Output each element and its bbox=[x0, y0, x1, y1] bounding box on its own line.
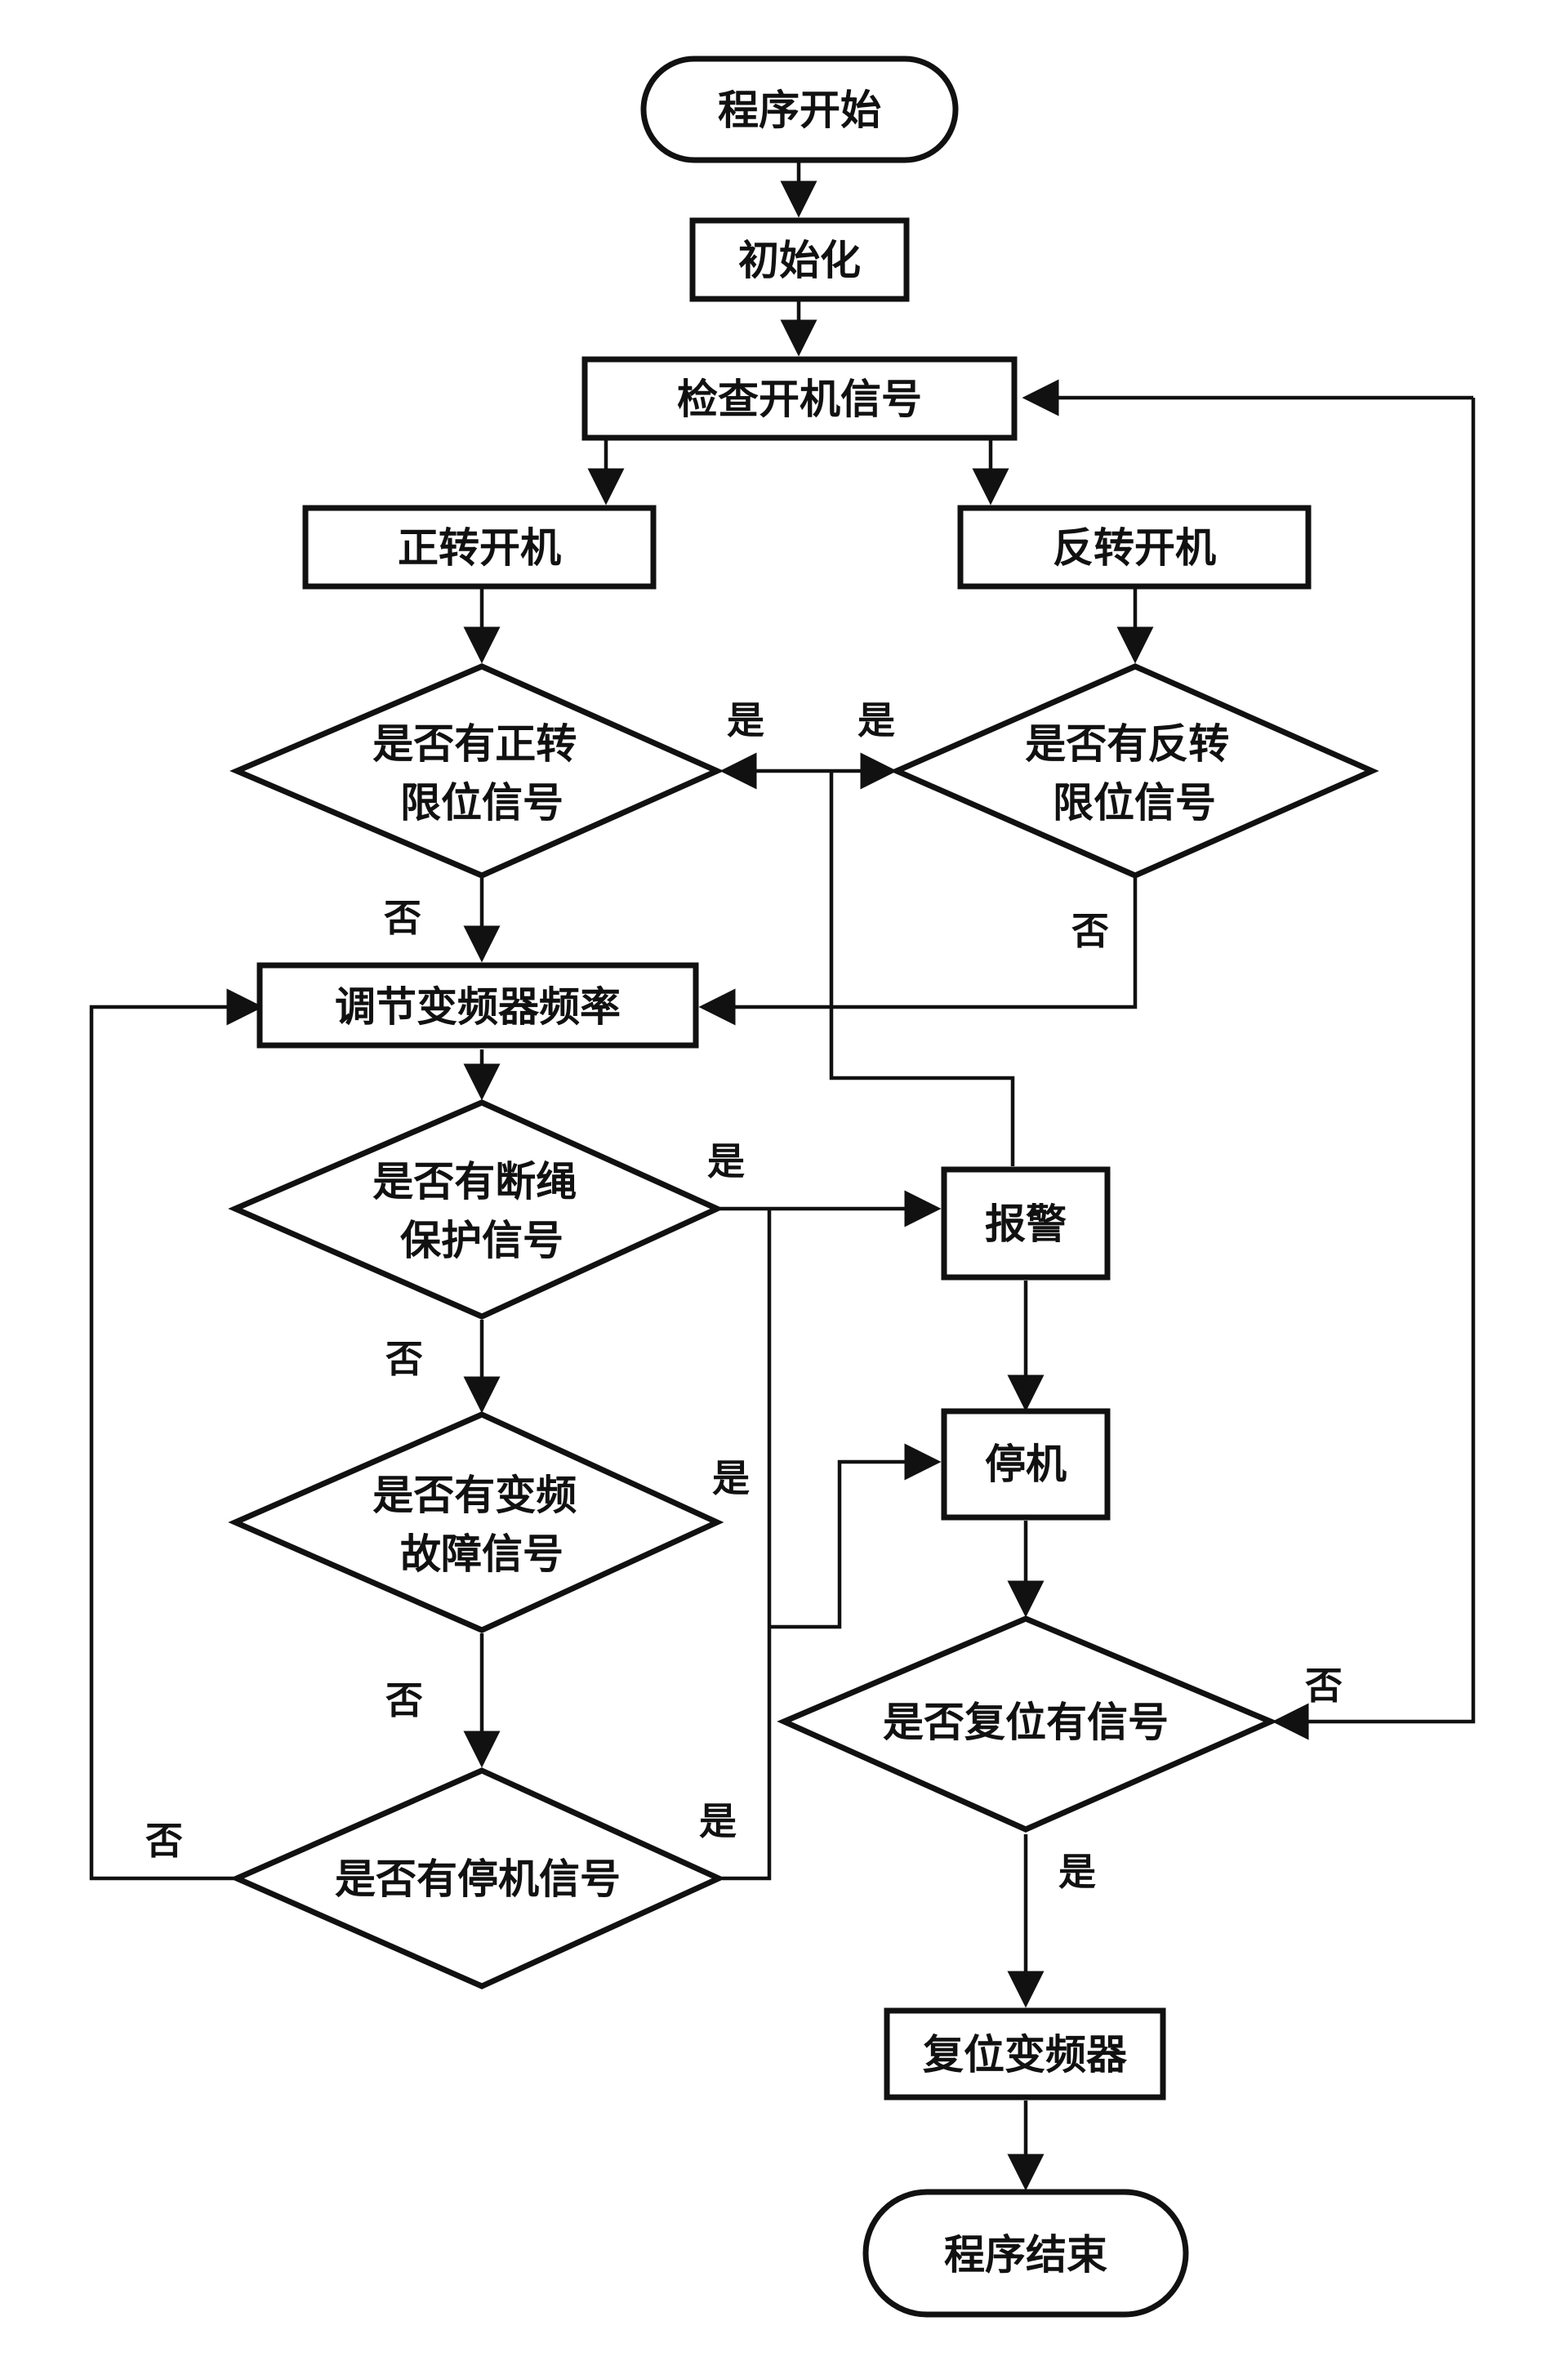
label-no-forward-limit: 否 bbox=[384, 896, 421, 940]
label-no-vfd-fault: 否 bbox=[385, 1678, 423, 1722]
node-q-reset-signal: 是否复位有信号 bbox=[777, 1615, 1278, 1833]
process-shape bbox=[941, 1166, 1111, 1281]
edge-qstop-no-adjust bbox=[89, 988, 264, 1881]
edge-qstop-yes-bus bbox=[722, 1209, 772, 1881]
node-init-label: 初始化 bbox=[738, 237, 861, 284]
edge-alarm-yes-limits bbox=[829, 771, 1015, 1166]
node-adjust-freq-label: 调节变频器频率 bbox=[335, 983, 621, 1031]
decision-shape bbox=[777, 1615, 1278, 1833]
label-yes-reverse-limit: 是 bbox=[858, 698, 895, 742]
connectors bbox=[89, 162, 1476, 2191]
node-init: 初始化 bbox=[689, 217, 910, 302]
label-yes-rope-break: 是 bbox=[707, 1139, 745, 1183]
node-forward-run-label: 正转开机 bbox=[398, 524, 561, 572]
label-yes-reset-signal: 是 bbox=[1058, 1850, 1096, 1894]
node-q-stop-signal-label: 是否有停机信号 bbox=[335, 1856, 621, 1903]
node-end: 程序结束 bbox=[862, 2189, 1189, 2318]
process-shape bbox=[256, 962, 699, 1049]
process-shape bbox=[941, 1408, 1111, 1521]
node-end-label: 程序结束 bbox=[944, 2231, 1107, 2279]
label-no-reverse-limit: 否 bbox=[1071, 909, 1109, 953]
node-adjust-freq: 调节变频器频率 bbox=[256, 962, 699, 1049]
node-reverse-run: 反转开机 bbox=[957, 505, 1312, 590]
node-q-rope-break: 是否有断绳 保护信号 bbox=[228, 1099, 724, 1320]
node-q-vfd-fault: 是否有变频 故障信号 bbox=[228, 1411, 724, 1633]
decision-shape bbox=[228, 1099, 724, 1320]
edge-labels: 是 是 否 否 是 否 是 否 是 否 否 是 bbox=[145, 698, 1343, 1894]
label-yes-forward-limit: 是 bbox=[727, 698, 764, 742]
node-q-reset-signal-label: 是否复位有信号 bbox=[883, 1699, 1169, 1746]
node-start: 程序开始 bbox=[640, 56, 959, 163]
label-no-rope-break: 否 bbox=[385, 1337, 423, 1381]
terminator-shape bbox=[862, 2189, 1189, 2318]
process-shape bbox=[302, 505, 657, 590]
label-yes-stop-signal: 是 bbox=[699, 1799, 737, 1843]
node-q-forward-limit-label: 是否有正转 限位信号 bbox=[372, 720, 590, 826]
process-shape bbox=[689, 217, 910, 302]
node-alarm: 报警 bbox=[941, 1166, 1111, 1281]
node-q-forward-limit: 是否有正转 限位信号 bbox=[229, 663, 724, 879]
node-q-reverse-limit: 是否有反转 限位信号 bbox=[889, 663, 1379, 879]
label-no-stop-signal: 否 bbox=[145, 1819, 183, 1863]
decision-shape bbox=[229, 663, 724, 879]
node-q-vfd-fault-label: 是否有变频 故障信号 bbox=[372, 1472, 590, 1578]
edge-qreverse-no-adjust bbox=[698, 878, 1138, 1026]
node-check-start: 检查开机信号 bbox=[581, 356, 1018, 441]
node-reverse-run-label: 反转开机 bbox=[1053, 524, 1216, 572]
node-check-start-label: 检查开机信号 bbox=[677, 376, 922, 423]
label-yes-vfd-fault: 是 bbox=[712, 1456, 750, 1500]
node-q-rope-break-label: 是否有断绳 保护信号 bbox=[372, 1158, 590, 1264]
process-shape bbox=[581, 356, 1018, 441]
node-reset-vfd: 复位变频器 bbox=[884, 2007, 1166, 2101]
node-stop: 停机 bbox=[941, 1408, 1111, 1521]
node-stop-label: 停机 bbox=[985, 1441, 1067, 1488]
terminator-shape bbox=[640, 56, 959, 163]
node-q-stop-signal: 是否有停机信号 bbox=[229, 1767, 726, 1989]
node-reset-vfd-label: 复位变频器 bbox=[923, 2031, 1128, 2078]
node-forward-run: 正转开机 bbox=[302, 505, 657, 590]
decision-shape bbox=[228, 1411, 724, 1633]
decision-shape bbox=[229, 1767, 726, 1989]
edge-qreset-no-check bbox=[1272, 398, 1476, 1740]
process-shape bbox=[884, 2007, 1166, 2101]
label-no-reset-signal: 否 bbox=[1305, 1664, 1343, 1708]
decision-shape bbox=[889, 663, 1379, 879]
process-shape bbox=[957, 505, 1312, 590]
node-start-label: 程序开始 bbox=[718, 87, 881, 134]
edge-bus-stop bbox=[769, 1443, 942, 1629]
node-alarm-label: 报警 bbox=[985, 1201, 1067, 1248]
node-q-reverse-limit-label: 是否有反转 限位信号 bbox=[1025, 720, 1243, 826]
